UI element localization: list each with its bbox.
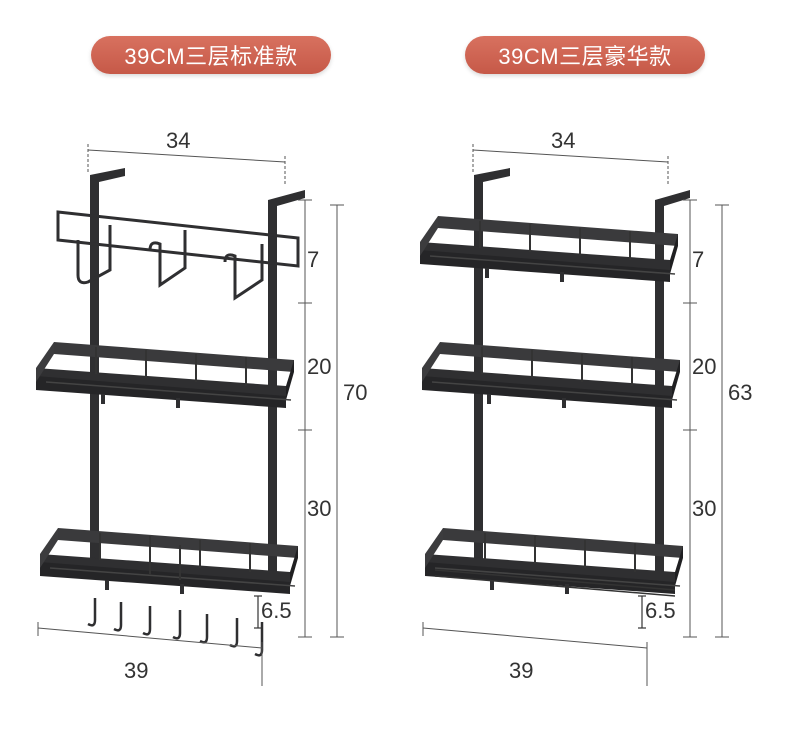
rack-standard (35, 144, 344, 686)
rack-deluxe (419, 144, 729, 686)
dim-top-width-standard: 34 (166, 128, 191, 153)
dim-top-width-deluxe: 34 (551, 128, 576, 153)
title-text-standard: 39CM三层标准款 (124, 44, 298, 69)
title-text-deluxe: 39CM三层豪华款 (498, 44, 672, 69)
dim-shelf3-deluxe: 30 (692, 496, 717, 521)
dim-total-height-deluxe: 63 (728, 380, 753, 405)
title-badge-standard: 39CM三层标准款 (91, 36, 331, 74)
dim-bottom-width-deluxe: 39 (509, 658, 534, 683)
dim-shelf1-standard: 7 (307, 247, 320, 272)
dim-shelf1-deluxe: 7 (692, 247, 705, 272)
dim-shelf2-deluxe: 20 (692, 354, 717, 379)
dim-shelf2-standard: 20 (307, 354, 332, 379)
dim-bottom-width-standard: 39 (124, 658, 149, 683)
dim-depth-standard: 6.5 (261, 598, 292, 623)
dim-shelf3-standard: 30 (307, 496, 332, 521)
dim-total-height-standard: 70 (343, 380, 368, 405)
title-badge-deluxe: 39CM三层豪华款 (465, 36, 705, 74)
dim-depth-deluxe: 6.5 (645, 598, 676, 623)
